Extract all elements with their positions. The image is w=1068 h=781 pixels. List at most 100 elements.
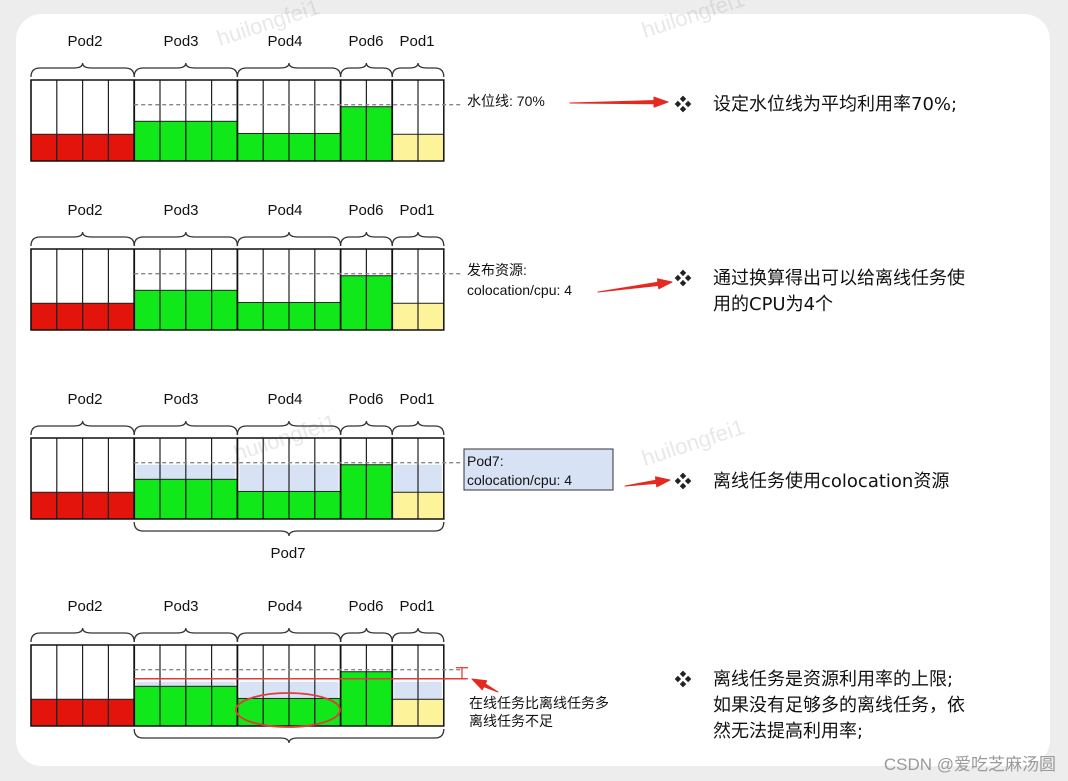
pod-label-pod3: Pod3 xyxy=(163,391,198,408)
usage-bar xyxy=(340,275,367,331)
bullet-diamond xyxy=(674,477,682,485)
note-4: 离线任务是资源利用率的上限; 如果没有足够多的离线任务，依 然无法提高利用率; xyxy=(713,669,965,742)
pod-brace xyxy=(391,627,445,643)
shortage-label-1: 在线任务比离线任务多 xyxy=(469,695,609,711)
pod-label-pod6: Pod6 xyxy=(348,33,383,50)
usage-bar xyxy=(314,490,342,520)
diamond-bullet-icon xyxy=(674,269,692,287)
usage-bar xyxy=(56,491,84,520)
pod-brace xyxy=(339,420,393,436)
usage-bar xyxy=(82,698,109,727)
usage-bar xyxy=(133,685,161,727)
usage-bar xyxy=(391,698,419,727)
usage-bar xyxy=(107,491,135,520)
usage-bar xyxy=(159,478,187,520)
usage-bar xyxy=(391,133,419,162)
shortage-arrow xyxy=(471,678,499,693)
usage-bar xyxy=(159,289,187,331)
pod-label-pod1: Pod1 xyxy=(399,391,434,408)
pod-brace xyxy=(133,62,239,78)
arrow-shape xyxy=(624,476,671,488)
usage-bar xyxy=(107,133,135,162)
usage-bar xyxy=(185,120,213,162)
pod7-brace xyxy=(133,521,445,537)
pod-brace xyxy=(30,231,135,247)
usage-bar xyxy=(288,697,316,727)
usage-bar xyxy=(417,133,445,162)
usage-bar xyxy=(107,302,135,331)
usage-bar xyxy=(82,491,109,520)
usage-bar xyxy=(211,120,238,162)
usage-bar xyxy=(391,491,419,520)
pod-label-pod4: Pod4 xyxy=(267,33,302,50)
usage-bar xyxy=(82,133,109,162)
colocation-cpu-label: colocation/cpu: 4 xyxy=(467,282,572,298)
pod-brace xyxy=(236,627,342,643)
usage-bar xyxy=(288,132,316,162)
usage-bar xyxy=(211,478,238,520)
pointer-arrow-1 xyxy=(569,96,669,108)
bullet-diamond xyxy=(679,482,687,490)
usage-bar xyxy=(82,302,109,331)
bullet-diamond xyxy=(684,100,692,108)
pod-label-pod3: Pod3 xyxy=(163,33,198,50)
pod-label-pod6: Pod6 xyxy=(348,202,383,219)
pod-brace xyxy=(30,420,135,436)
usage-bar xyxy=(340,671,367,727)
pod-brace xyxy=(133,231,239,247)
footer-credit: CSDN @爱吃芝麻汤圆 xyxy=(883,755,1056,774)
bullet-diamond xyxy=(679,680,687,688)
bullet-diamond xyxy=(679,269,687,277)
usage-bar xyxy=(288,301,316,331)
bottom-brace xyxy=(133,728,445,744)
pointer-arrow-3 xyxy=(624,476,671,488)
bullet-diamond xyxy=(679,279,687,287)
pod7-label-box xyxy=(463,448,614,491)
pointer-arrow-2 xyxy=(597,278,673,293)
pod7-label: Pod7: xyxy=(467,453,504,469)
pod-label-pod3: Pod3 xyxy=(163,598,198,615)
usage-bar xyxy=(30,133,58,162)
watermark-label: 水位线: 70% xyxy=(467,93,545,109)
usage-bar xyxy=(365,275,393,331)
usage-bar xyxy=(236,301,264,331)
note-1: 设定水位线为平均利用率70%; xyxy=(713,94,958,115)
pod-brace xyxy=(339,62,393,78)
bullet-diamond xyxy=(674,100,682,108)
note-2: 通过换算得出可以给离线任务使 用的CPU为4个 xyxy=(713,268,965,315)
usage-bar xyxy=(159,685,187,727)
pod-label-pod1: Pod1 xyxy=(399,202,434,219)
usage-bar xyxy=(236,132,264,162)
usage-bar xyxy=(56,302,84,331)
pod-brace xyxy=(339,231,393,247)
diamond-bullet-icon xyxy=(674,670,692,688)
pod-brace xyxy=(391,420,445,436)
usage-bar xyxy=(262,490,290,520)
pod-label-pod4: Pod4 xyxy=(267,598,302,615)
arrow-shape xyxy=(471,678,499,693)
usage-bar xyxy=(185,289,213,331)
diamond-bullet-icon xyxy=(674,95,692,113)
usage-bar xyxy=(365,671,393,727)
usage-bar xyxy=(365,106,393,162)
usage-bar xyxy=(417,491,445,520)
usage-bar xyxy=(314,301,342,331)
pod-label-pod3: Pod3 xyxy=(163,202,198,219)
usage-bar xyxy=(262,132,290,162)
usage-bar xyxy=(262,301,290,331)
usage-bar xyxy=(417,698,445,727)
publish-label: 发布资源: xyxy=(467,262,527,278)
usage-bar xyxy=(211,289,238,331)
pod-brace xyxy=(133,627,239,643)
bullet-diamond xyxy=(674,274,682,282)
usage-bar xyxy=(56,698,84,727)
usage-bar xyxy=(30,491,58,520)
pod-brace xyxy=(339,627,393,643)
pod-label-pod2: Pod2 xyxy=(67,598,102,615)
usage-bar xyxy=(391,302,419,331)
bullet-diamond xyxy=(684,274,692,282)
usage-bar xyxy=(30,302,58,331)
pod-brace xyxy=(236,62,342,78)
pod-label-pod2: Pod2 xyxy=(67,202,102,219)
